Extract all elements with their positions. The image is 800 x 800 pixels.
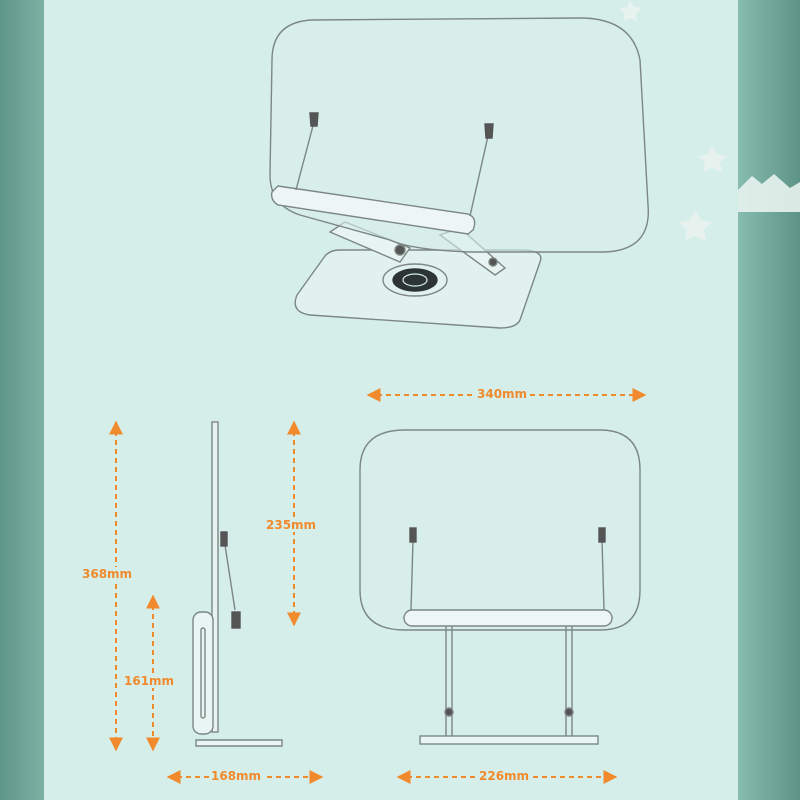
dimension-label-width-top: 340mm (475, 387, 530, 401)
dimension-label-base-depth: 168mm (209, 769, 264, 783)
perspective-view (269, 17, 649, 329)
star-icon (679, 210, 712, 241)
hinge-icon (564, 707, 574, 717)
front-base (419, 735, 599, 745)
page-clip-wire (295, 121, 315, 191)
front-board (359, 429, 641, 631)
page-clip-icon (309, 112, 319, 127)
star-icon (698, 145, 727, 173)
front-ledge (403, 609, 613, 627)
decorative-stars (619, 0, 800, 241)
page-clip-icon (598, 527, 606, 543)
dimension-label-total-height: 368mm (80, 567, 135, 581)
dimension-label-board-height: 235mm (264, 518, 319, 532)
stand-post (192, 611, 214, 735)
rotating-disc (392, 268, 438, 292)
clip-wire (410, 539, 414, 611)
book-ledge (270, 185, 476, 235)
right-background-strip (738, 0, 800, 800)
clip-wire (601, 539, 605, 611)
board-edge (211, 421, 219, 733)
rotating-disc-ring (402, 273, 428, 287)
side-view (192, 421, 283, 747)
side-base (195, 739, 283, 747)
page-clip-icon (484, 123, 494, 139)
hinge-icon (394, 244, 406, 256)
star-icon (619, 0, 642, 22)
dimension-label-base-width: 226mm (477, 769, 532, 783)
book-board (269, 17, 649, 253)
hill-shape (738, 174, 800, 212)
page-clip-wire (469, 135, 489, 217)
hinge-icon (488, 257, 498, 267)
clip-wire (224, 544, 236, 611)
page-clip-icon (220, 531, 228, 547)
left-background-strip (0, 0, 44, 800)
stand-post-slot (200, 627, 206, 719)
page-clip-icon (409, 527, 417, 543)
dimension-label-base-height: 161mm (122, 674, 177, 688)
knob-icon (231, 611, 241, 629)
hinge-icon (444, 707, 454, 717)
front-view (359, 429, 641, 745)
